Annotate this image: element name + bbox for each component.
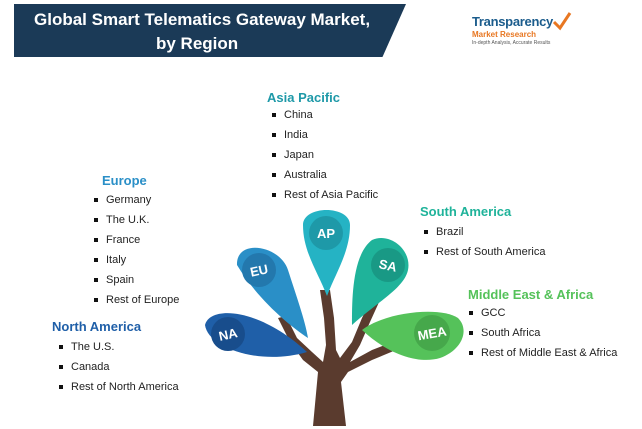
list-item: Rest of North America xyxy=(59,377,179,397)
region-list-south-america: Brazil Rest of South America xyxy=(424,222,545,262)
logo-name: Transparency xyxy=(472,14,553,29)
list-item: GCC xyxy=(469,303,617,323)
region-list-north-america: The U.S. Canada Rest of North America xyxy=(59,337,179,397)
region-title-europe: Europe xyxy=(102,173,147,188)
list-item: Rest of Middle East & Africa xyxy=(469,343,617,363)
region-title-asia-pacific: Asia Pacific xyxy=(267,90,340,105)
list-item: Rest of Europe xyxy=(94,290,179,310)
list-item: India xyxy=(272,125,378,145)
title-line-2: by Region xyxy=(156,34,239,53)
leaf-label-mea: MEA xyxy=(417,323,449,343)
list-item: Australia xyxy=(272,165,378,185)
region-title-mea: Middle East & Africa xyxy=(468,287,594,302)
list-item: The U.S. xyxy=(59,337,179,357)
list-item: Brazil xyxy=(424,222,545,242)
list-item: Spain xyxy=(94,270,179,290)
leaf-label-sa: SA xyxy=(378,256,399,275)
leaf-label-ap: AP xyxy=(317,226,335,241)
list-item: France xyxy=(94,230,179,250)
logo: Transparency Market Research In-depth An… xyxy=(470,12,630,54)
list-item: Rest of Asia Pacific xyxy=(272,185,378,205)
title-banner: Global Smart Telematics Gateway Market, … xyxy=(14,4,406,57)
leaf-sa: SA xyxy=(352,238,409,325)
region-list-europe: Germany The U.K. France Italy Spain Rest… xyxy=(94,190,179,310)
leaf-label-eu: EU xyxy=(249,261,270,279)
logo-subtitle: Market Research xyxy=(472,30,537,39)
list-item: China xyxy=(272,105,378,125)
tree-trunk xyxy=(278,290,418,426)
leaf-mea: MEA xyxy=(362,311,464,360)
list-item: South Africa xyxy=(469,323,617,343)
logo-tagline: In-depth Analysis, Accurate Results xyxy=(472,40,551,46)
leaf-eu: EU xyxy=(236,247,308,338)
leaf-ap: AP xyxy=(303,210,350,296)
leaf-label-na: NA xyxy=(217,325,239,344)
list-item: Rest of South America xyxy=(424,242,545,262)
region-list-mea: GCC South Africa Rest of Middle East & A… xyxy=(469,303,617,363)
list-item: The U.K. xyxy=(94,210,179,230)
region-title-north-america: North America xyxy=(52,319,142,334)
logo-check-icon xyxy=(552,12,572,31)
region-list-asia-pacific: China India Japan Australia Rest of Asia… xyxy=(272,105,378,205)
leaf-na: NA xyxy=(205,313,307,357)
list-item: Italy xyxy=(94,250,179,270)
region-title-south-america: South America xyxy=(420,204,512,219)
list-item: Japan xyxy=(272,145,378,165)
list-item: Canada xyxy=(59,357,179,377)
title-line-1: Global Smart Telematics Gateway Market, xyxy=(34,10,371,29)
list-item: Germany xyxy=(94,190,179,210)
